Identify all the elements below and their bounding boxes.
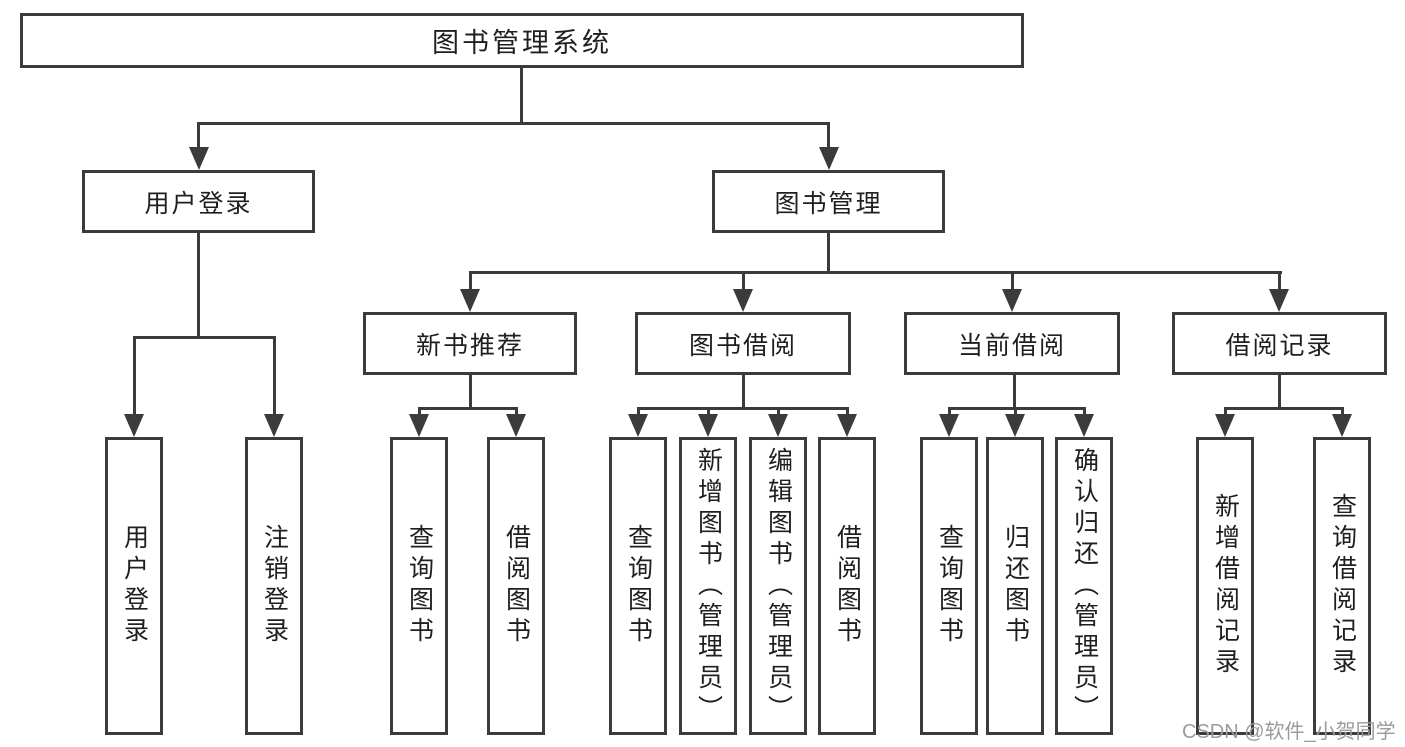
leaf-logout: 注销登录	[245, 437, 303, 735]
leaf-borrow-borrow-books: 借阅图书	[818, 437, 876, 735]
connector-stub-book-borrow	[742, 274, 745, 290]
connector-mgmt-rail	[469, 271, 1282, 274]
connector-stub-current-return	[1014, 409, 1017, 416]
connector-records-stem	[1278, 375, 1281, 410]
arrowhead-records-query	[1332, 414, 1352, 437]
arrowhead-book-mgmt	[819, 147, 839, 170]
connector-newbook-rail	[418, 407, 518, 410]
connector-stub-borrow-query	[637, 409, 640, 416]
leaf-current-return-books: 归还图书	[986, 437, 1044, 735]
connector-stub-current-borrow	[1011, 274, 1014, 290]
arrowhead-current-confirm	[1074, 414, 1094, 437]
arrowhead-borrow-records	[1269, 289, 1289, 312]
leaf-newbook-borrow-books: 借阅图书	[487, 437, 545, 735]
arrowhead-borrow-borrow	[837, 414, 857, 437]
connector-newbook-stem	[469, 375, 472, 410]
leaf-borrow-add-books-admin: 新增图书（管理员）	[679, 437, 737, 735]
connector-user-stem	[197, 233, 200, 339]
arrowhead-borrow-add	[698, 414, 718, 437]
arrowhead-current-query	[939, 414, 959, 437]
leaf-records-query-record: 查询借阅记录	[1313, 437, 1371, 735]
connector-stub-records-add	[1224, 409, 1227, 416]
node-current-borrow: 当前借阅	[904, 312, 1120, 375]
arrowhead-current-borrow	[1002, 289, 1022, 312]
arrowhead-records-add	[1215, 414, 1235, 437]
connector-stub-borrow-edit	[777, 409, 780, 416]
connector-root-stem	[520, 68, 523, 125]
arrowhead-leaf-logout	[264, 414, 284, 437]
connector-borrow-stem	[742, 375, 745, 410]
connector-stub-records-query	[1341, 409, 1344, 416]
leaf-user-login: 用户登录	[105, 437, 163, 735]
arrowhead-borrow-edit	[768, 414, 788, 437]
arrowhead-book-borrow	[733, 289, 753, 312]
arrowhead-newbook-query	[409, 414, 429, 437]
connector-stub-borrow-add	[707, 409, 710, 416]
arrowhead-current-return	[1005, 414, 1025, 437]
connector-stub-new-book	[469, 274, 472, 290]
connector-stub-book-mgmt	[827, 125, 830, 149]
leaf-records-add-record: 新增借阅记录	[1196, 437, 1254, 735]
leaf-current-query-books: 查询图书	[920, 437, 978, 735]
arrowhead-newbook-borrow	[506, 414, 526, 437]
arrowhead-user-login	[189, 147, 209, 170]
leaf-newbook-query-books: 查询图书	[390, 437, 448, 735]
connector-stub-current-query	[948, 409, 951, 416]
connector-current-rail	[948, 407, 1086, 410]
leaf-borrow-query-books: 查询图书	[609, 437, 667, 735]
connector-stub-user-login	[197, 125, 200, 149]
watermark-text: CSDN @软件_小贺同学	[1182, 721, 1396, 743]
arrowhead-new-book	[460, 289, 480, 312]
leaf-borrow-edit-books-admin: 编辑图书（管理员）	[749, 437, 807, 735]
connector-stub-newbook-borrow	[515, 409, 518, 416]
node-book-borrow: 图书借阅	[635, 312, 851, 375]
connector-stub-leaf-logout	[273, 339, 276, 416]
connector-records-rail	[1224, 407, 1344, 410]
connector-stub-borrow-borrow	[846, 409, 849, 416]
connector-stub-leaf-login	[133, 339, 136, 416]
arrowhead-borrow-query	[628, 414, 648, 437]
connector-user-rail	[133, 336, 276, 339]
leaf-current-confirm-return-admin: 确认归还（管理员）	[1055, 437, 1113, 735]
connector-root-rail	[197, 122, 830, 125]
connector-mgmt-stem	[827, 233, 830, 274]
node-root-system: 图书管理系统	[20, 13, 1024, 68]
arrowhead-leaf-login	[124, 414, 144, 437]
node-new-book-recommend: 新书推荐	[363, 312, 577, 375]
node-borrow-records: 借阅记录	[1172, 312, 1387, 375]
node-user-login: 用户登录	[82, 170, 315, 233]
connector-stub-borrow-records	[1278, 274, 1281, 290]
node-book-management: 图书管理	[712, 170, 945, 233]
connector-stub-current-confirm	[1083, 409, 1086, 416]
connector-current-stem	[1013, 375, 1016, 410]
connector-borrow-rail	[637, 407, 849, 410]
connector-stub-newbook-query	[418, 409, 421, 416]
